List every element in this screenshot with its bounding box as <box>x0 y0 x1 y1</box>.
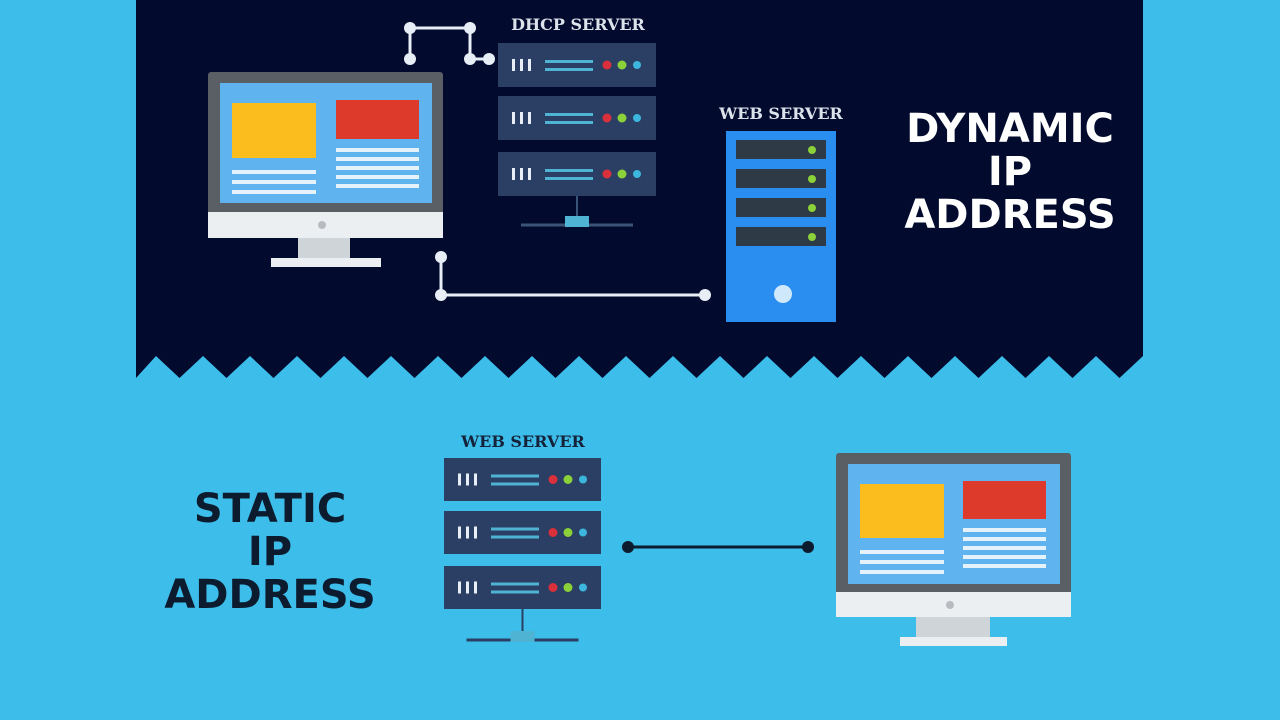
web-server-tower-icon <box>726 131 836 322</box>
title-line: IP <box>248 529 292 575</box>
server-unit <box>444 511 601 554</box>
title-line: ADDRESS <box>164 572 375 618</box>
server-unit <box>444 458 601 501</box>
server-unit <box>498 96 656 140</box>
title-line: IP <box>988 149 1032 195</box>
dynamic-ip-title: DYNAMIC IP ADDRESS <box>904 106 1115 238</box>
dhcp-server-icon <box>498 43 656 227</box>
server-unit <box>444 566 601 609</box>
title-line: STATIC <box>194 486 346 532</box>
static-connection-line <box>622 541 814 553</box>
web-server-connector <box>435 251 711 301</box>
server-unit <box>498 152 656 196</box>
title-line: DYNAMIC <box>906 106 1114 152</box>
web-server-label-dynamic: WEB SERVER <box>718 104 843 123</box>
web-server-label-static: WEB SERVER <box>460 432 585 451</box>
network-stand <box>521 196 633 227</box>
static-web-server-icon <box>444 458 601 642</box>
connector-dots <box>404 22 495 65</box>
client-computer-icon-static <box>836 453 1071 646</box>
server-unit <box>498 43 656 87</box>
client-computer-icon <box>208 72 443 267</box>
dhcp-server-label: DHCP SERVER <box>511 15 645 34</box>
network-stand <box>466 609 579 642</box>
title-line: ADDRESS <box>904 192 1115 238</box>
static-ip-title: STATIC IP ADDRESS <box>164 486 375 618</box>
